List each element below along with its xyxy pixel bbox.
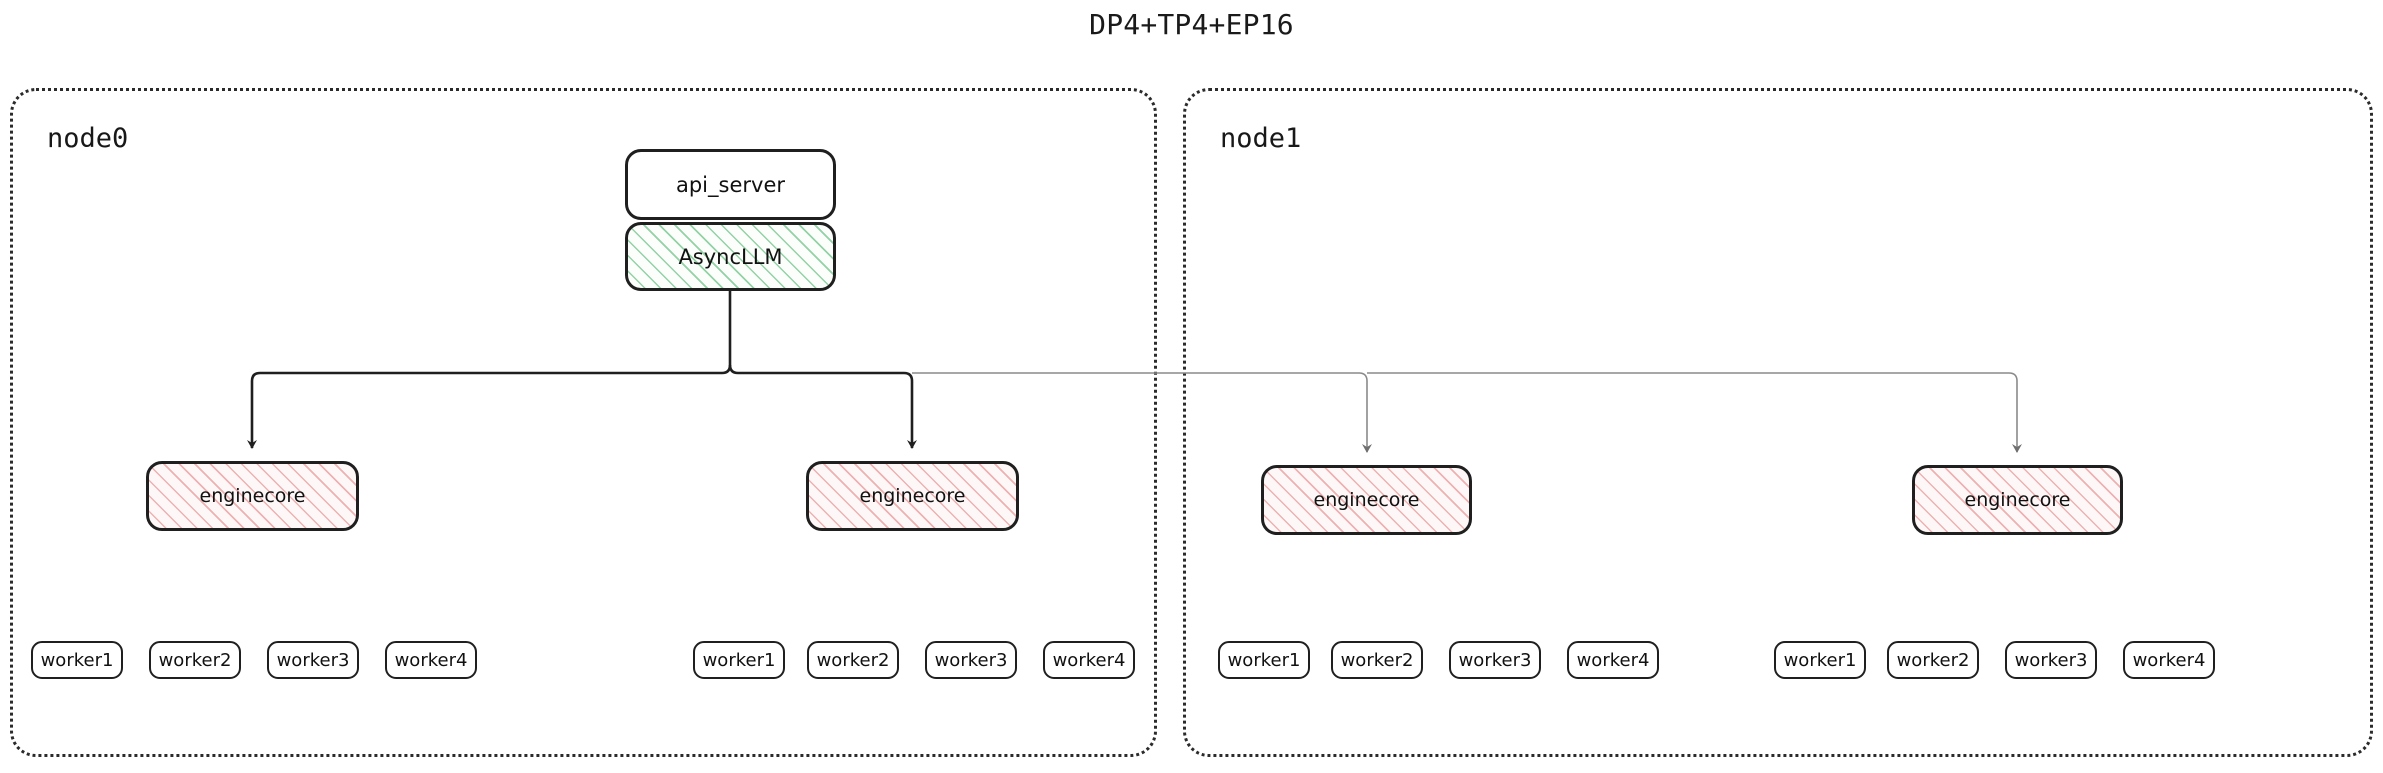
box-enginecore[interactable]: enginecore: [1261, 465, 1472, 535]
box-worker-label: worker2: [158, 649, 232, 671]
box-worker[interactable]: worker4: [1043, 641, 1135, 679]
box-worker[interactable]: worker2: [1331, 641, 1423, 679]
box-worker-label: worker3: [1458, 649, 1532, 671]
box-worker[interactable]: worker1: [693, 641, 785, 679]
box-worker-label: worker3: [276, 649, 350, 671]
box-worker-label: worker2: [1340, 649, 1414, 671]
box-worker-label: worker3: [934, 649, 1008, 671]
node-cluster-label-node0: node0: [47, 123, 129, 154]
box-worker-label: worker1: [1783, 649, 1857, 671]
box-enginecore-label: enginecore: [1313, 489, 1420, 511]
box-enginecore-label: enginecore: [199, 485, 306, 507]
box-enginecore[interactable]: enginecore: [806, 461, 1019, 531]
box-async-llm[interactable]: AsyncLLM: [625, 222, 836, 291]
box-worker[interactable]: worker1: [1218, 641, 1310, 679]
node-cluster-label-node1: node1: [1220, 123, 1302, 154]
box-worker[interactable]: worker1: [31, 641, 123, 679]
box-worker-label: worker4: [394, 649, 468, 671]
box-worker-label: worker2: [816, 649, 890, 671]
box-worker[interactable]: worker3: [267, 641, 359, 679]
box-worker[interactable]: worker4: [1567, 641, 1659, 679]
box-worker-label: worker1: [40, 649, 114, 671]
box-enginecore[interactable]: enginecore: [1912, 465, 2123, 535]
box-worker[interactable]: worker2: [807, 641, 899, 679]
box-api-server-label: api_server: [675, 172, 785, 197]
box-worker-label: worker1: [1227, 649, 1301, 671]
box-worker-label: worker4: [1052, 649, 1126, 671]
box-worker[interactable]: worker3: [925, 641, 1017, 679]
box-worker-label: worker2: [1896, 649, 1970, 671]
box-worker-label: worker3: [2014, 649, 2088, 671]
box-worker[interactable]: worker1: [1774, 641, 1866, 679]
box-worker-label: worker4: [2132, 649, 2206, 671]
box-worker[interactable]: worker3: [1449, 641, 1541, 679]
diagram-title: DP4+TP4+EP16: [1089, 8, 1294, 41]
box-api-server[interactable]: api_server: [625, 149, 836, 220]
box-worker-label: worker1: [702, 649, 776, 671]
box-async-llm-label: AsyncLLM: [678, 244, 783, 269]
box-worker[interactable]: worker2: [1887, 641, 1979, 679]
box-enginecore-label: enginecore: [859, 485, 966, 507]
box-worker[interactable]: worker2: [149, 641, 241, 679]
box-worker[interactable]: worker4: [2123, 641, 2215, 679]
box-worker[interactable]: worker3: [2005, 641, 2097, 679]
box-worker-label: worker4: [1576, 649, 1650, 671]
box-enginecore[interactable]: enginecore: [146, 461, 359, 531]
box-enginecore-label: enginecore: [1964, 489, 2071, 511]
box-worker[interactable]: worker4: [385, 641, 477, 679]
